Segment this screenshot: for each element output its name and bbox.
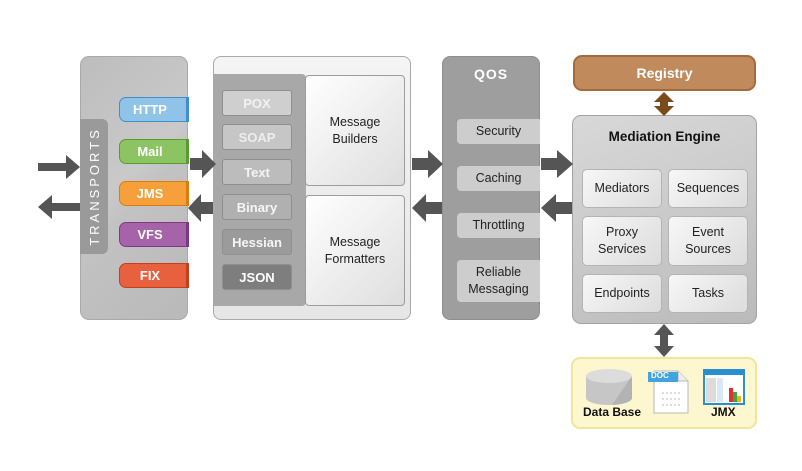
transport-fix: FIX: [119, 263, 189, 288]
format-hessian: Hessian: [222, 229, 292, 255]
message-builders-line-1: Message: [329, 114, 381, 129]
format-binary: Binary: [222, 194, 292, 220]
engine-tasks: Tasks: [668, 274, 748, 313]
transport-vfs-label: VFS: [137, 227, 163, 242]
mediation-engine-title: Mediation Engine: [608, 129, 721, 144]
arrow-message-to-qos: [412, 150, 443, 178]
format-pox-label: POX: [243, 95, 271, 111]
engine-tasks-label: Tasks: [692, 286, 724, 300]
engine-sequences-label: Sequences: [676, 181, 740, 195]
database-label: Data Base: [583, 405, 642, 419]
engine-proxy-line-1: Proxy: [606, 225, 638, 239]
qos-caching: Caching: [457, 166, 540, 191]
engine-event-sources: Event Sources: [668, 216, 748, 266]
transport-http: HTTP: [119, 97, 189, 122]
transports-label-bar: [80, 119, 108, 254]
doc-badge: DOC: [651, 371, 669, 380]
transport-vfs: VFS: [119, 222, 189, 247]
qos-reliable-line-1: Reliable: [475, 265, 522, 279]
qos-reliable-messaging: Reliable Messaging: [457, 260, 540, 302]
transport-http-label: HTTP: [133, 102, 167, 117]
format-binary-label: Binary: [236, 199, 278, 215]
qos-throttling: Throttling: [457, 213, 540, 238]
format-hessian-label: Hessian: [232, 234, 282, 250]
arrow-message-to-transports: [188, 194, 213, 222]
registry-label: Registry: [636, 65, 693, 81]
engine-mediators-label: Mediators: [594, 181, 650, 195]
qos-caching-label: Caching: [475, 171, 522, 185]
transport-mail: Mail: [119, 139, 189, 164]
transport-jms-label: JMS: [136, 186, 164, 201]
format-text-label: Text: [244, 164, 270, 180]
jmx-chart-icon: [703, 369, 745, 405]
message-builders: Message Builders: [305, 75, 405, 186]
message-formatters: Message Formatters: [305, 195, 405, 306]
engine-mediators: Mediators: [582, 169, 662, 208]
engine-sequences: Sequences: [668, 169, 748, 208]
arrow-engine-to-qos: [541, 194, 572, 222]
format-json: JSON: [222, 264, 292, 290]
qos-security-label: Security: [475, 124, 522, 138]
transport-mail-label: Mail: [137, 144, 163, 159]
format-text: Text: [222, 159, 292, 185]
format-soap: SOAP: [222, 124, 292, 150]
engine-event-line-2: Sources: [685, 242, 731, 256]
format-json-label: JSON: [239, 269, 275, 285]
engine-endpoints-label: Endpoints: [594, 286, 650, 300]
arrow-qos-to-engine: [541, 150, 573, 178]
arrow-registry-engine: [654, 92, 674, 116]
arrow-out-transports: [38, 195, 80, 219]
engine-proxy-services: Proxy Services: [582, 216, 662, 266]
arrow-engine-storage: [654, 324, 674, 357]
qos-reliable-line-2: Messaging: [468, 282, 529, 296]
format-soap-label: SOAP: [238, 129, 276, 145]
document-icon: [648, 370, 689, 414]
message-formatters-line-1: Message: [329, 234, 381, 249]
qos-throttling-label: Throttling: [472, 218, 525, 232]
transport-jms: JMS: [119, 181, 189, 206]
transport-fix-label: FIX: [139, 268, 161, 283]
jmx-label: JMX: [711, 405, 736, 419]
engine-event-line-1: Event: [692, 225, 724, 239]
engine-proxy-line-2: Services: [598, 242, 646, 256]
message-builders-line-2: Builders: [332, 131, 378, 146]
engine-endpoints: Endpoints: [582, 274, 662, 313]
arrow-transports-to-message: [190, 150, 216, 178]
arrow-qos-to-message: [412, 194, 442, 222]
registry-box: Registry: [573, 55, 756, 91]
message-formatters-line-2: Formatters: [324, 251, 386, 266]
arrow-in-transports: [38, 155, 80, 179]
qos-title: QOS: [473, 66, 509, 82]
format-pox: POX: [222, 90, 292, 116]
qos-security: Security: [457, 119, 540, 144]
database-icon: [586, 369, 633, 405]
